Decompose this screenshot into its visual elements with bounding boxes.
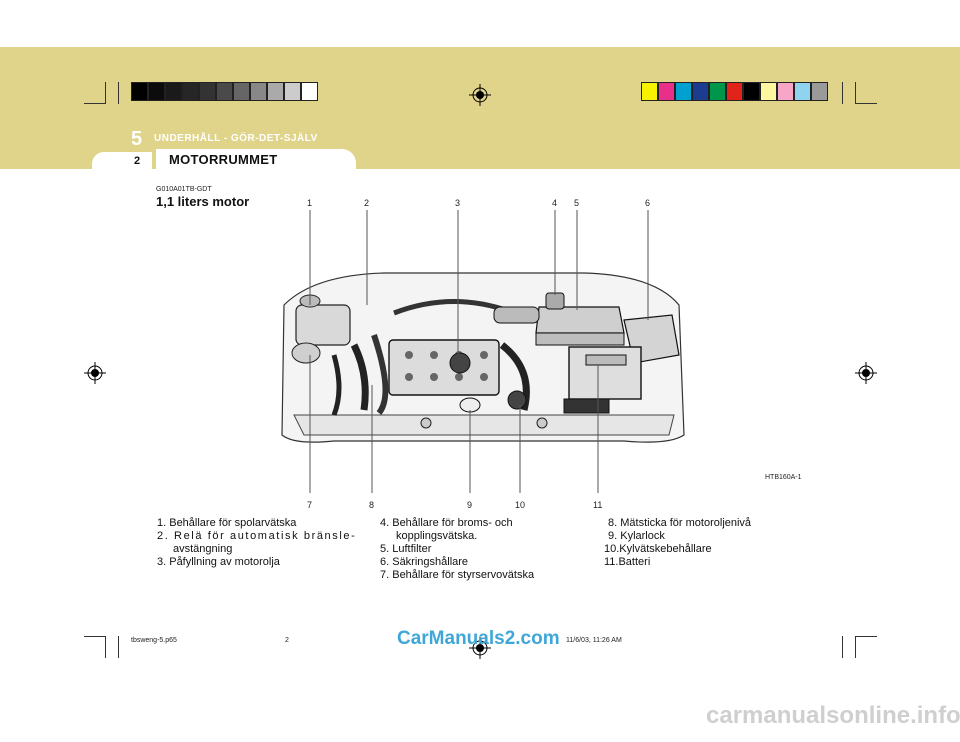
- color-swatch: [675, 82, 692, 101]
- section-number: 5: [131, 128, 143, 150]
- registration-mark-icon: [855, 362, 877, 384]
- color-swatch: [131, 82, 148, 101]
- callout-number: 7: [307, 500, 313, 510]
- footer-date: 11/6/03, 11:26 AM: [566, 637, 622, 644]
- color-swatch: [148, 82, 165, 101]
- crop-mark: [842, 636, 843, 658]
- crop-mark: [855, 636, 877, 637]
- callout-number: 4: [552, 198, 558, 208]
- crop-mark: [842, 82, 843, 104]
- callout-number: 1: [307, 198, 313, 208]
- legend-item: 11.Batteri: [604, 556, 651, 568]
- callout-number: 11: [593, 500, 603, 510]
- footer-page: 2: [285, 637, 289, 644]
- document-code: G010A01TB-GDT: [156, 186, 212, 193]
- color-swatch: [760, 82, 777, 101]
- color-swatch: [165, 82, 182, 101]
- color-swatch: [233, 82, 250, 101]
- callout-number: 6: [645, 198, 651, 208]
- title-tab: [156, 149, 356, 169]
- crop-mark: [855, 103, 877, 104]
- engine-bay-illustration: [281, 210, 685, 493]
- legend-item: 5. Luftfilter: [380, 543, 432, 555]
- legend-item: 2. Relä för automatisk bränsle-: [157, 530, 357, 542]
- registration-mark-icon: [469, 84, 491, 106]
- legend-item-continuation: kopplingsvätska.: [396, 530, 478, 542]
- crop-mark: [105, 82, 106, 104]
- page-title: MOTORRUMMET: [169, 152, 278, 167]
- process-color-bar: [641, 82, 828, 101]
- callout-number: 5: [574, 198, 580, 208]
- legend-item: 3. Påfyllning av motorolja: [157, 556, 280, 568]
- color-swatch: [250, 82, 267, 101]
- watermark-link[interactable]: CarManuals2.com: [397, 628, 560, 649]
- crop-mark: [855, 636, 856, 658]
- callout-number: 2: [364, 198, 370, 208]
- crop-mark: [855, 82, 856, 104]
- figure-code: HTB160A-1: [765, 474, 802, 481]
- registration-mark-icon: [469, 637, 491, 659]
- color-swatch: [267, 82, 284, 101]
- color-swatch: [658, 82, 675, 101]
- color-swatch: [216, 82, 233, 101]
- callout-number: 3: [455, 198, 461, 208]
- color-swatch: [794, 82, 811, 101]
- page-number: 2: [134, 155, 141, 167]
- legend-item-continuation: avstängning: [173, 543, 233, 555]
- legend-item: 6. Säkringshållare: [380, 556, 469, 568]
- crop-mark: [118, 636, 119, 658]
- color-swatch: [692, 82, 709, 101]
- color-swatch: [726, 82, 743, 101]
- legend-item: 1. Behållare för spolarvätska: [157, 517, 297, 529]
- color-swatch: [777, 82, 794, 101]
- legend-column-3: 8. Mätsticka för motoroljenivå 9. Kylarl…: [604, 517, 751, 569]
- header-band: [0, 47, 960, 169]
- callout-number: 9: [467, 500, 473, 510]
- section-heading: 1,1 liters motor: [156, 194, 250, 209]
- crop-mark: [84, 636, 106, 637]
- color-swatch: [709, 82, 726, 101]
- section-title: UNDERHÅLL - GÖR-DET-SJÄLV: [154, 133, 318, 144]
- color-swatch: [182, 82, 199, 101]
- color-swatch: [199, 82, 216, 101]
- footer-filename: tbsweng-5.p65: [131, 637, 177, 644]
- legend-item: 4. Behållare för broms- och: [380, 517, 513, 529]
- legend-column-1: 1. Behållare för spolarvätska 2. Relä fö…: [157, 517, 356, 569]
- crop-mark: [84, 103, 106, 104]
- legend-item: 9. Kylarlock: [608, 530, 665, 542]
- color-swatch: [743, 82, 760, 101]
- legend-column-2: 4. Behållare för broms- och kopplingsvät…: [380, 517, 534, 582]
- registration-mark-icon: [84, 362, 106, 384]
- legend-item: 7. Behållare för styrservovätska: [380, 569, 535, 581]
- color-swatch: [811, 82, 828, 101]
- legend-item: 10.Kylvätskebehållare: [604, 543, 712, 555]
- crop-mark: [118, 82, 119, 104]
- legend-item: 8. Mätsticka för motoroljenivå: [608, 517, 752, 529]
- callout-number: 10: [515, 500, 526, 510]
- crop-mark: [105, 636, 106, 658]
- watermark-link[interactable]: carmanualsonline.info: [706, 702, 960, 729]
- callout-number: 8: [369, 500, 375, 510]
- color-swatch: [284, 82, 301, 101]
- color-swatch: [301, 82, 318, 101]
- grayscale-color-bar: [131, 82, 318, 101]
- page-number-tab: [92, 152, 152, 169]
- color-swatch: [641, 82, 658, 101]
